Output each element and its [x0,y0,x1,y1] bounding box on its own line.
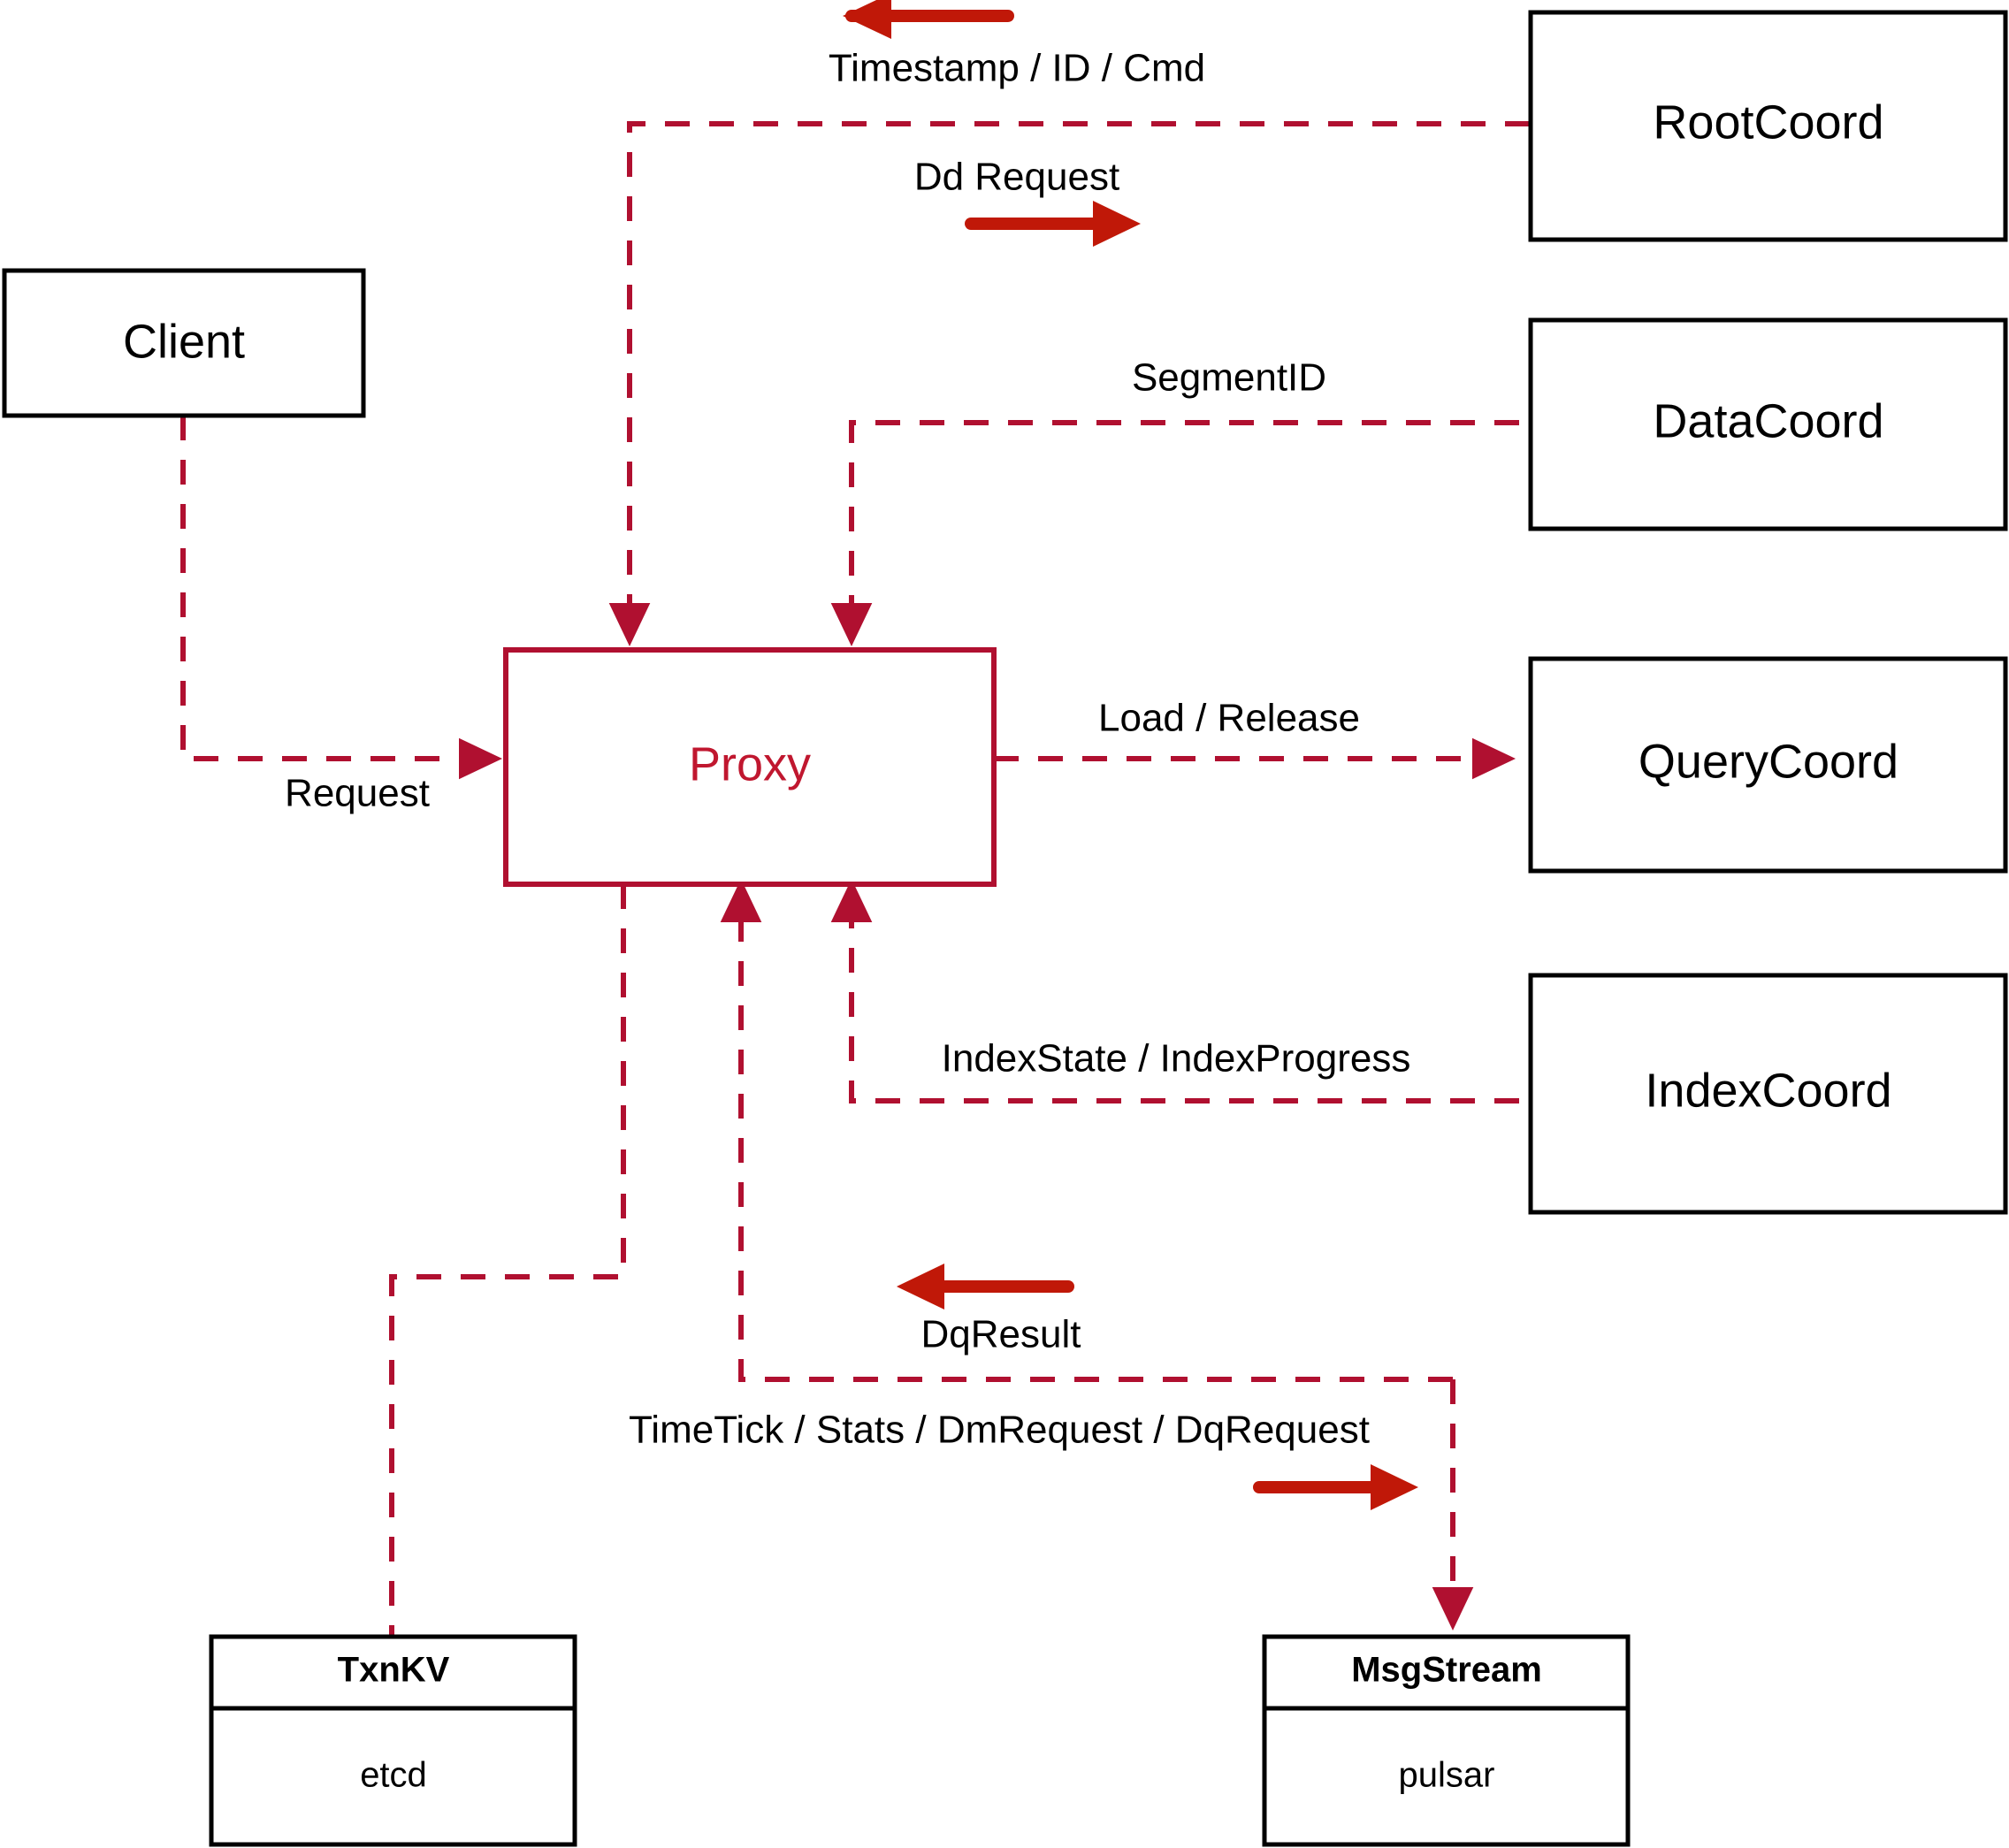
edge-label-segmentid: SegmentID [1132,356,1326,400]
node-querycoord[interactable]: QueryCoord [1528,656,2008,874]
edge-rootcoord-proxy [608,121,1530,647]
edge-label-load-release: Load / Release [1098,697,1360,740]
node-indexcoord[interactable]: IndexCoord [1528,973,2008,1215]
node-rootcoord-label: RootCoord [1653,95,1883,149]
node-datacoord[interactable]: DataCoord [1528,317,2008,531]
node-msgstream[interactable]: MsgStream pulsar [1262,1634,1631,1847]
node-proxy[interactable]: Proxy [503,647,997,887]
edge-label-request: Request [285,772,430,815]
edge-msgstream-proxy [720,878,1453,1382]
edge-datacoord-proxy [830,420,1519,647]
edge-client-proxy [180,416,503,780]
edge-label-timestamp-id-cmd: Timestamp / ID / Cmd [829,47,1205,90]
anno-arrow-right-ddrequest [965,201,1141,247]
node-proxy-label: Proxy [689,737,811,790]
anno-arrow-left-timestamp [843,0,1014,39]
node-msgstream-label: MsgStream [1351,1651,1542,1690]
node-querycoord-label: QueryCoord [1639,735,1898,788]
edge-label-dd-request: Dd Request [914,156,1119,199]
edge-label-dqresult: DqResult [921,1313,1081,1356]
node-client-label: Client [123,315,245,368]
anno-arrow-left-dqresult [897,1264,1074,1310]
node-rootcoord[interactable]: RootCoord [1528,10,2008,242]
node-msgstream-sublabel: pulsar [1399,1756,1495,1795]
edge-indexcoord-proxy [830,878,1519,1103]
edge-label-timetick-stats-dmrequest-dqrequest: TimeTick / Stats / DmRequest / DqRequest [629,1409,1370,1452]
edge-proxy-txnkv [389,884,626,1637]
anno-arrow-right-timetick [1253,1464,1418,1510]
node-txnkv-label: TxnKV [338,1651,450,1690]
node-indexcoord-label: IndexCoord [1645,1064,1891,1117]
node-datacoord-label: DataCoord [1653,394,1883,447]
edge-label-indexstate-indexprogress: IndexState / IndexProgress [942,1037,1411,1081]
node-txnkv-sublabel: etcd [360,1756,427,1795]
node-client[interactable]: Client [2,268,366,418]
node-txnkv[interactable]: TxnKV etcd [209,1634,577,1847]
